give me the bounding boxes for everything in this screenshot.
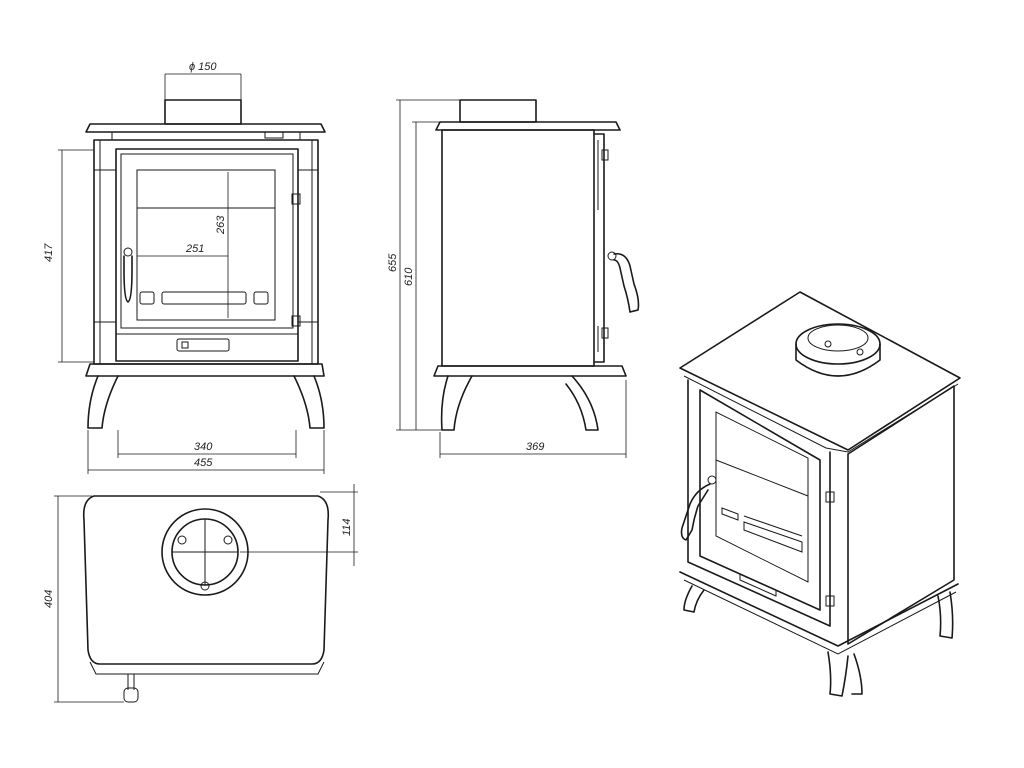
dim-inner-width: 340 — [194, 441, 213, 453]
dim-side-flue-height: 610 — [403, 267, 415, 286]
isometric-view — [679, 291, 961, 697]
dim-glass-height: 263 — [215, 215, 227, 235]
top-dimensions: 404 114 — [43, 484, 358, 703]
front-dimensions: ϕ 150 417 251 263 340 455 — [43, 61, 325, 474]
dim-top-flue-offset: 114 — [341, 518, 353, 536]
dim-flue-diameter: ϕ 150 — [189, 61, 217, 73]
dim-front-height: 417 — [43, 243, 55, 262]
dim-side-total-height: 655 — [387, 253, 399, 272]
dim-top-depth: 404 — [43, 590, 55, 608]
top-view — [82, 495, 330, 703]
dim-side-depth: 369 — [526, 441, 544, 453]
dim-outer-width: 455 — [194, 457, 213, 469]
dim-glass-width: 251 — [185, 243, 204, 255]
side-dimensions: 655 610 369 — [387, 99, 627, 458]
side-view — [433, 99, 640, 431]
front-view — [85, 99, 326, 429]
